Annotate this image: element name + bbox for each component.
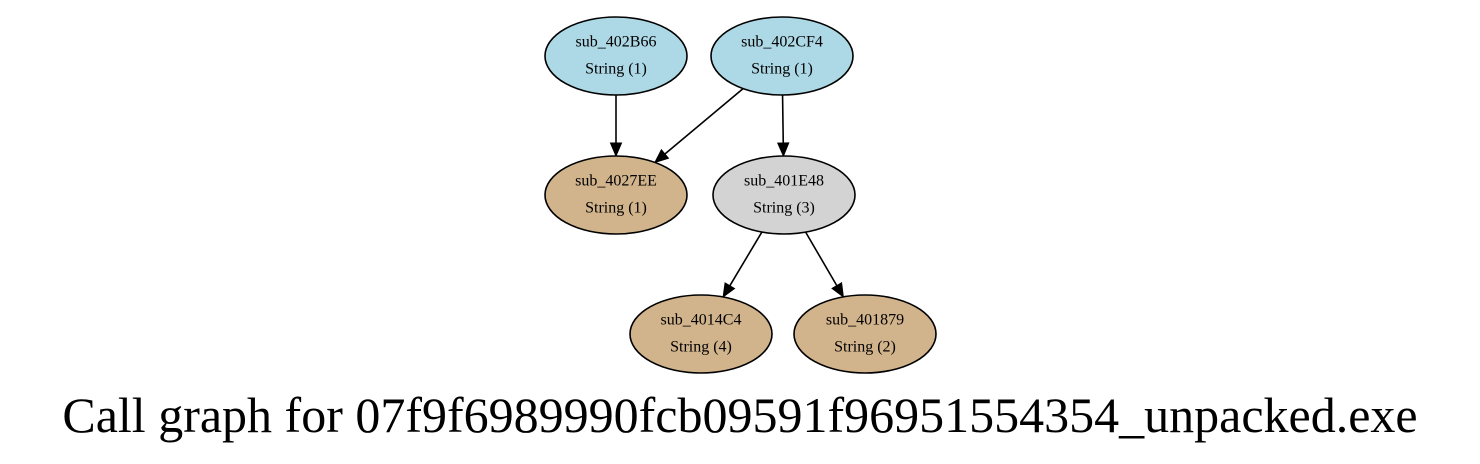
graph-title: Call graph for 07f9f6989990fcb09591f9695…	[62, 387, 1417, 443]
arrowhead-icon	[609, 142, 623, 158]
node-name: sub_401E48	[744, 173, 824, 190]
node-name: sub_4027EE	[575, 173, 657, 190]
edges-layer	[609, 87, 845, 299]
node-ellipse	[544, 155, 688, 235]
node-detail: String (3)	[753, 200, 815, 217]
node-ellipse	[710, 16, 854, 96]
node-sub_4027EE[interactable]: sub_4027EE String (1)	[544, 155, 688, 235]
node-detail: String (4)	[670, 339, 732, 356]
edge-sub_401E48-to-sub_401879	[804, 231, 838, 287]
node-ellipse	[544, 16, 688, 96]
node-name: sub_401879	[826, 312, 904, 329]
arrowhead-icon	[653, 148, 670, 164]
node-name: sub_402B66	[576, 34, 657, 51]
node-detail: String (1)	[585, 61, 647, 78]
edge-sub_402CF4-to-sub_401E48	[781, 94, 785, 144]
node-name: sub_402CF4	[741, 34, 823, 51]
arrowhead-icon	[831, 282, 845, 298]
node-name: sub_4014C4	[661, 312, 742, 329]
node-ellipse	[793, 294, 937, 374]
node-detail: String (1)	[751, 61, 813, 78]
arrowhead-icon	[722, 282, 736, 299]
node-ellipse	[629, 294, 773, 374]
node-ellipse	[712, 155, 856, 235]
edge-sub_401E48-to-sub_4014C4	[729, 231, 763, 287]
edge-sub_402CF4-to-sub_4027EE	[664, 87, 744, 155]
arrowhead-icon	[776, 142, 790, 158]
node-detail: String (2)	[834, 339, 896, 356]
node-detail: String (1)	[585, 200, 647, 217]
